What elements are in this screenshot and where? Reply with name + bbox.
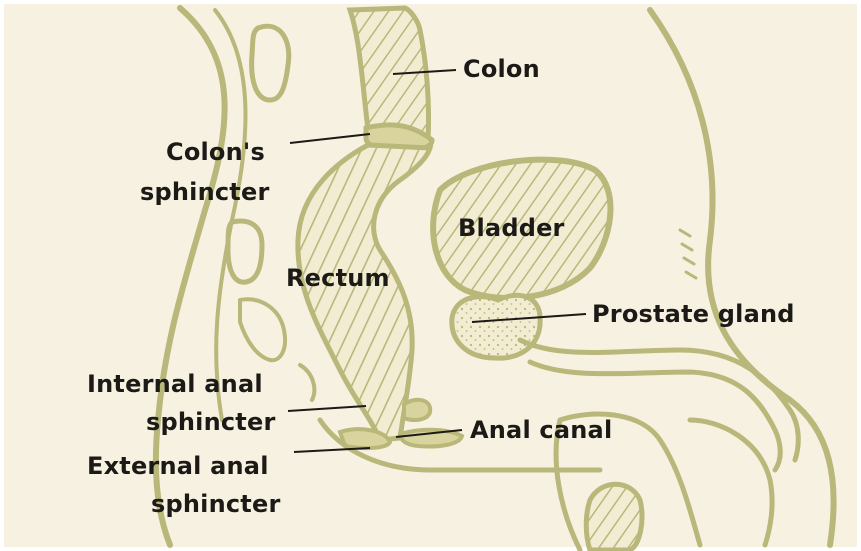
- label-colon: Colon: [463, 55, 540, 83]
- prostate-shape: [452, 295, 540, 358]
- label-internal-anal-1: Internal anal: [87, 370, 263, 398]
- internal-sphincter-right: [404, 400, 430, 420]
- label-prostate-gland: Prostate gland: [592, 300, 795, 328]
- testis-shape: [586, 484, 642, 550]
- label-colon-sphincter-2: sphincter: [140, 178, 269, 206]
- label-bladder: Bladder: [458, 214, 565, 242]
- label-external-anal-2: sphincter: [151, 490, 280, 518]
- external-sphincter-right: [400, 430, 462, 447]
- label-external-anal-1: External anal: [87, 452, 269, 480]
- label-colon-sphincter-1: Colon's: [166, 138, 265, 166]
- label-anal-canal: Anal canal: [470, 416, 612, 444]
- label-rectum: Rectum: [286, 264, 390, 292]
- label-internal-anal-2: sphincter: [146, 408, 275, 436]
